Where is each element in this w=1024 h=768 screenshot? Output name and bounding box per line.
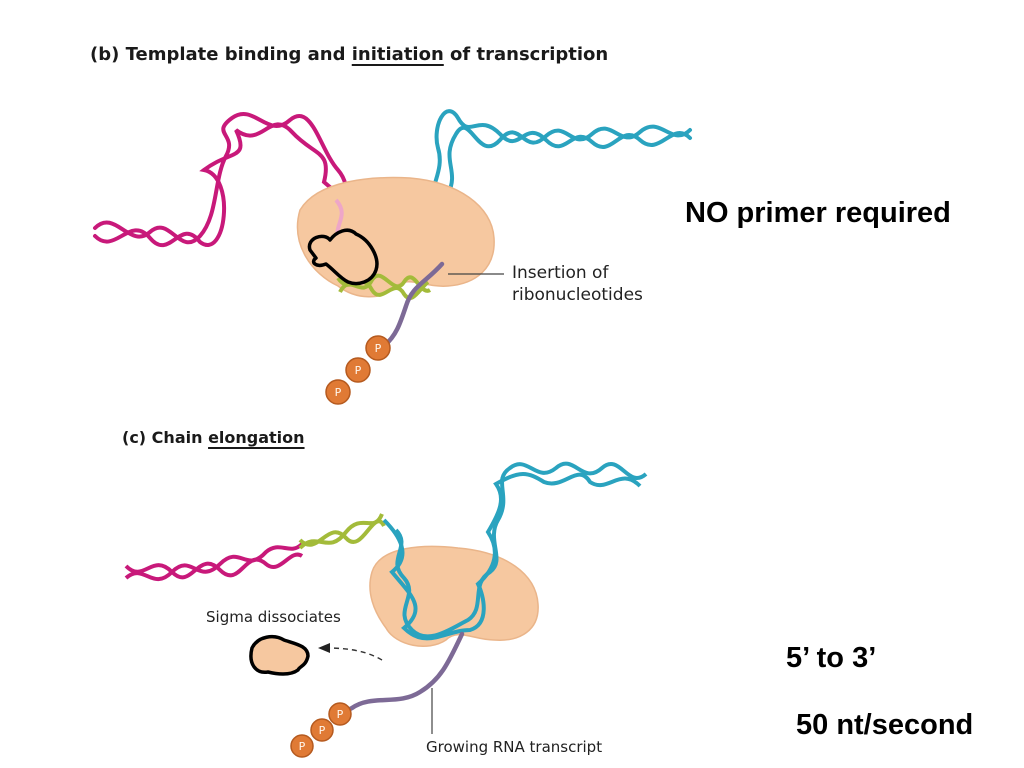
panel-b-illustration: P P P bbox=[93, 109, 692, 405]
rewound-dna-c-b bbox=[298, 519, 386, 547]
callout-insertion: Insertion of ribonucleotides bbox=[512, 263, 643, 305]
callout-growing-transcript: Growing RNA transcript bbox=[426, 738, 603, 756]
dissociation-arrow bbox=[325, 647, 383, 661]
panel-b-title: (b) Template binding and initiation of t… bbox=[90, 44, 609, 65]
elongation-term: elongation bbox=[208, 428, 305, 447]
triphosphate-b: P P P bbox=[325, 335, 391, 405]
rna-chain-b bbox=[381, 261, 445, 349]
note-rate: 50 nt/second bbox=[796, 709, 974, 741]
arrowhead-icon bbox=[318, 643, 330, 653]
sigma-factor-free bbox=[249, 634, 310, 676]
svg-text:P: P bbox=[375, 342, 382, 355]
panel-c-illustration: P P P bbox=[124, 461, 648, 758]
initiation-term: initiation bbox=[351, 44, 444, 65]
svg-text:P: P bbox=[299, 740, 306, 753]
triphosphate-c: P P P bbox=[290, 702, 352, 758]
svg-text:P: P bbox=[319, 724, 326, 737]
sigma-factor-bound bbox=[307, 228, 379, 286]
svg-text:P: P bbox=[335, 386, 342, 399]
dna-helix-downstream-c-b bbox=[382, 472, 642, 641]
note-primer: NO primer required bbox=[685, 197, 951, 229]
callout-sigma-dissociates: Sigma dissociates bbox=[206, 608, 341, 626]
rna-transcript-c bbox=[333, 631, 465, 717]
dna-helix-upstream bbox=[93, 111, 352, 248]
svg-text:P: P bbox=[355, 364, 362, 377]
svg-text:P: P bbox=[337, 708, 344, 721]
note-direction: 5’ to 3’ bbox=[786, 642, 877, 674]
dna-helix-upstream-c-b bbox=[124, 552, 304, 580]
dna-helix-upstream-c bbox=[124, 542, 304, 582]
panel-c-title: (c) Chain elongation bbox=[122, 428, 305, 447]
